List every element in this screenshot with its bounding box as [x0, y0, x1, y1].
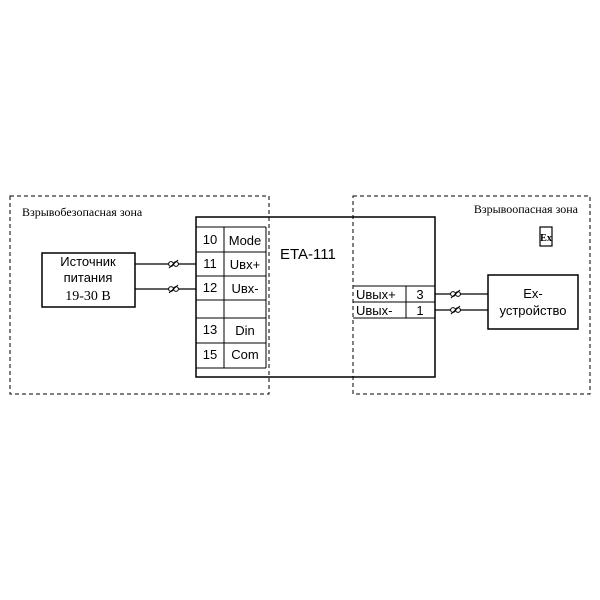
- power-source-line1: Источник: [60, 254, 116, 269]
- ex-device-box: [487, 274, 579, 330]
- wire-connector-icon: [450, 305, 461, 315]
- hazardous-zone-label: Взрывоопасная зона: [474, 202, 579, 216]
- input-terminal-block: 10 Mode 11 Uвх+ 12 Uвх- 13 Din 15 Com: [196, 226, 267, 369]
- terminal-12-number: 12: [203, 280, 217, 295]
- terminal-3-label: Uвых+: [356, 287, 396, 302]
- wire-power-minus: [135, 284, 196, 294]
- terminal-3-number: 3: [416, 287, 423, 302]
- terminal-10-label: Mode: [229, 233, 262, 248]
- device-name: ETA-111: [280, 246, 336, 263]
- terminal-10-number: 10: [203, 232, 217, 247]
- hazardous-zone-boundary: [352, 195, 591, 395]
- ex-device-line2: устройство: [500, 303, 567, 318]
- wire-power-plus: [135, 259, 196, 269]
- terminal-12-label: Uвх-: [231, 281, 258, 296]
- terminal-1-label: Uвых-: [356, 303, 392, 318]
- wire-connector-icon: [168, 284, 179, 294]
- svg-text:Ex: Ex: [540, 233, 552, 244]
- safe-zone-boundary: [9, 195, 270, 395]
- power-source-box: [41, 252, 136, 308]
- terminal-1-number: 1: [416, 303, 423, 318]
- power-source-voltage: 19-30 В: [65, 289, 111, 304]
- terminal-15-number: 15: [203, 347, 217, 362]
- safe-zone-label: Взрывобезопасная зона: [22, 205, 143, 219]
- ex-mark-icon: Ex: [539, 226, 553, 247]
- wire-output-minus: [435, 305, 488, 315]
- terminal-11-number: 11: [203, 256, 217, 271]
- terminal-13-number: 13: [203, 322, 217, 337]
- terminal-15-label: Com: [231, 347, 258, 362]
- terminal-13-label: Din: [235, 323, 255, 338]
- power-source-line2: питания: [64, 270, 113, 285]
- wire-connector-icon: [450, 289, 461, 299]
- device-body: [195, 216, 436, 378]
- wire-output-plus: [435, 289, 488, 299]
- wire-connector-icon: [168, 259, 179, 269]
- output-terminal-block: Uвых+ 3 Uвых- 1: [353, 285, 435, 319]
- terminal-11-label: Uвх+: [230, 257, 260, 272]
- ex-device-line1: Ex-: [523, 286, 543, 301]
